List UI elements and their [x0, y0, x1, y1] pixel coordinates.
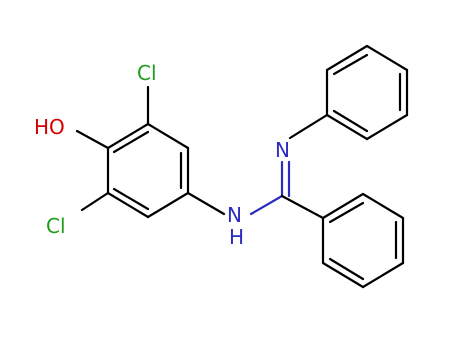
bond-cl-bottom [80, 191, 110, 212]
bond-oh [75, 129, 110, 150]
phenyl-ring-top [325, 44, 409, 141]
bond-n-phenyl [288, 113, 329, 140]
imine-nitrogen-label: N [275, 138, 290, 162]
bond-ring-nh [186, 191, 226, 216]
amine-nh-label: N [227, 203, 242, 227]
phenyl-ring-bottom [321, 192, 405, 289]
chlorine-bottom-label: Cl [46, 214, 66, 238]
dichlorophenol-ring [106, 122, 190, 219]
amine-h-label: H [229, 225, 244, 249]
amidine-core [249, 160, 325, 220]
chlorine-top-label: Cl [137, 61, 157, 85]
hydroxyl-label: HO [34, 115, 65, 139]
